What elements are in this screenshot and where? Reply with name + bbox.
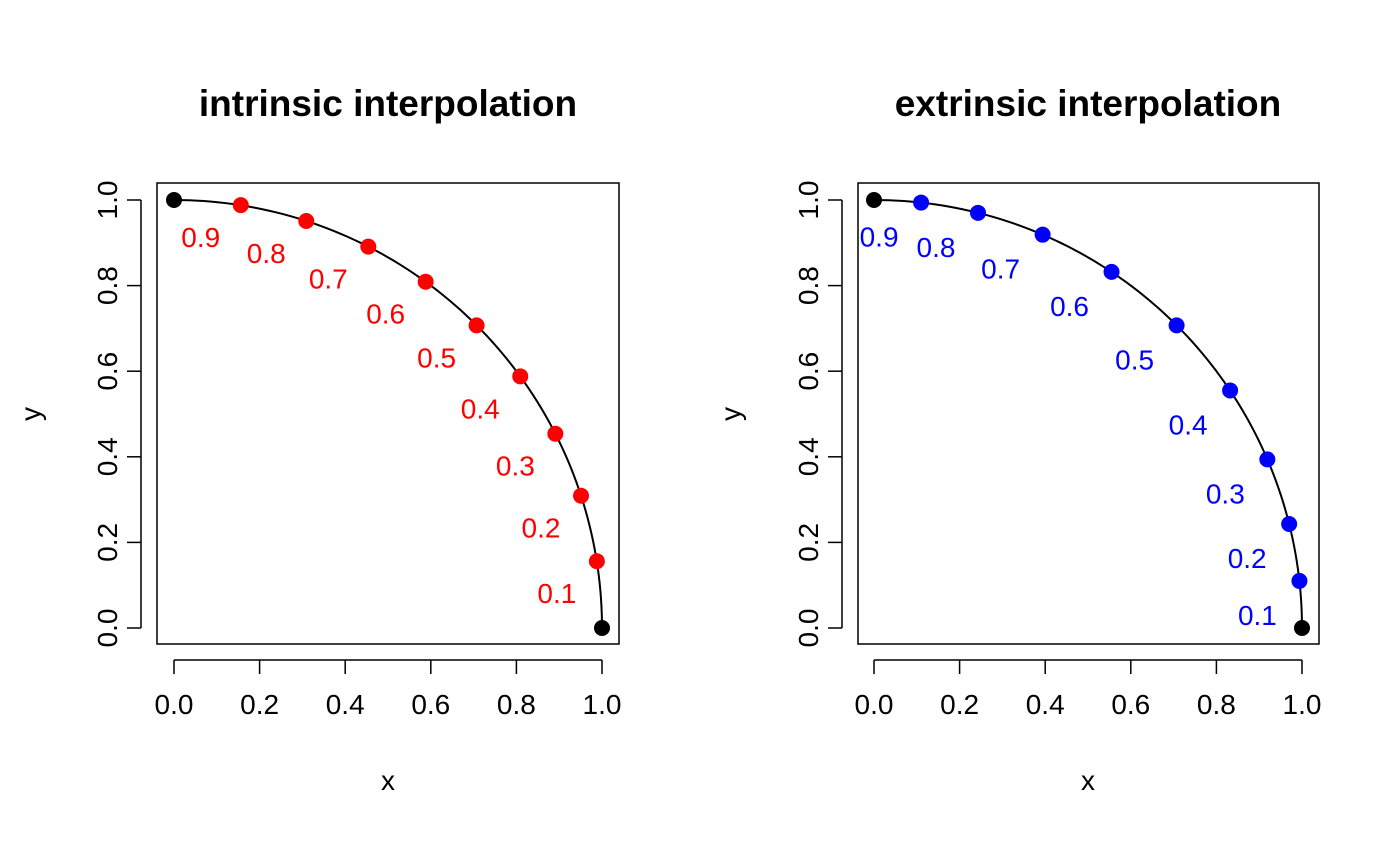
data-point-label: 0.9 xyxy=(860,222,899,253)
plot-frame xyxy=(857,182,1320,645)
data-point xyxy=(1034,226,1051,243)
x-tick-label: 0.6 xyxy=(1111,689,1150,720)
data-point-label: 0.7 xyxy=(309,264,348,295)
data-point xyxy=(1259,451,1276,468)
x-tick-label: 0.4 xyxy=(1026,689,1065,720)
y-tick-label: 0.0 xyxy=(92,609,123,648)
data-point-label: 0.2 xyxy=(1228,543,1267,574)
chart-title: extrinsic interpolation xyxy=(895,83,1282,124)
x-tick-label: 0.8 xyxy=(497,689,536,720)
data-point xyxy=(1168,317,1185,334)
x-tick-label: 0.2 xyxy=(240,689,279,720)
y-tick-label: 0.0 xyxy=(793,609,824,648)
panel-extrinsic: extrinsic interpolation 0.0 0.2 0.4 0.6 0.8 1.… xyxy=(715,83,1321,796)
data-point xyxy=(468,317,485,334)
x-tick-label: 0.4 xyxy=(326,689,365,720)
data-point-label: 0.1 xyxy=(537,578,576,609)
quarter-circle-curve xyxy=(173,199,603,629)
x-axis-title: x xyxy=(381,765,395,796)
y-tick-label: 0.6 xyxy=(793,352,824,391)
endpoint-marker xyxy=(166,192,182,208)
data-point-label: 0.3 xyxy=(496,451,535,482)
data-point-label: 0.4 xyxy=(1169,409,1208,440)
data-point xyxy=(1103,263,1120,280)
data-point-label: 0.4 xyxy=(461,393,500,424)
data-point-label: 0.8 xyxy=(247,238,286,269)
data-point-label: 0.9 xyxy=(181,222,220,253)
x-tick-label: 0.2 xyxy=(940,689,979,720)
data-point xyxy=(588,553,605,570)
data-point-label: 0.7 xyxy=(981,254,1020,285)
endpoint-marker xyxy=(1294,620,1310,636)
data-point xyxy=(1222,382,1239,399)
data-point-label: 0.5 xyxy=(1115,344,1154,375)
y-tick-label: 0.2 xyxy=(92,523,123,562)
y-tick-label: 1.0 xyxy=(92,181,123,220)
data-point xyxy=(913,194,930,211)
data-point xyxy=(970,204,987,221)
y-tick-label: 0.4 xyxy=(793,437,824,476)
x-tick-label: 0.0 xyxy=(855,689,894,720)
y-tick-label: 0.6 xyxy=(92,352,123,391)
y-tick-label: 0.4 xyxy=(92,437,123,476)
y-tick-label: 0.2 xyxy=(793,523,824,562)
chart-title: intrinsic interpolation xyxy=(199,83,577,124)
x-tick-label: 0.6 xyxy=(411,689,450,720)
data-point-label: 0.3 xyxy=(1206,478,1245,509)
data-point-label: 0.5 xyxy=(417,342,456,373)
data-point xyxy=(1281,515,1298,532)
data-point xyxy=(298,212,315,229)
x-tick-label: 1.0 xyxy=(1283,689,1322,720)
y-tick-label: 0.8 xyxy=(92,266,123,305)
data-point-label: 0.8 xyxy=(917,232,956,263)
data-point xyxy=(232,197,249,214)
endpoint-marker xyxy=(594,620,610,636)
data-point-label: 0.1 xyxy=(1238,600,1277,631)
data-point-label: 0.6 xyxy=(1050,291,1089,322)
data-point xyxy=(547,425,564,442)
x-tick-label: 0.0 xyxy=(155,689,194,720)
x-axis-title: x xyxy=(1081,765,1095,796)
y-axis-title: y xyxy=(715,407,746,421)
x-tick-label: 1.0 xyxy=(583,689,622,720)
endpoint-marker xyxy=(866,192,882,208)
plot-frame xyxy=(156,182,620,645)
data-point xyxy=(1291,572,1308,589)
data-point-label: 0.6 xyxy=(366,299,405,330)
data-point xyxy=(573,487,590,504)
y-tick-label: 0.8 xyxy=(793,266,824,305)
x-tick-label: 0.8 xyxy=(1197,689,1236,720)
data-point xyxy=(512,368,529,385)
data-point xyxy=(417,273,434,290)
panel-intrinsic: intrinsic interpolation 0.0 0.2 0.4 0.6 0.8 1.… xyxy=(15,83,621,796)
y-axis-title: y xyxy=(15,407,46,421)
data-point xyxy=(360,238,377,255)
y-tick-label: 1.0 xyxy=(793,181,824,220)
data-point-label: 0.2 xyxy=(522,513,561,544)
